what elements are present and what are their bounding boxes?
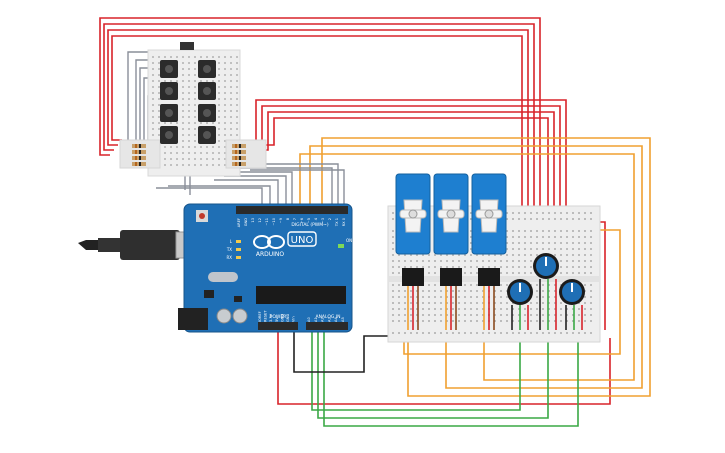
pin-label: ~3 <box>321 218 325 223</box>
pin-label: 5V <box>275 317 279 322</box>
servo[interactable] <box>471 173 507 255</box>
slide-switch[interactable] <box>180 42 194 50</box>
wires-green <box>311 318 579 427</box>
pin-label: 2 <box>328 218 332 220</box>
pin-label: GND <box>244 218 248 226</box>
pin-label: Vin <box>292 316 296 322</box>
wires-orange <box>299 137 651 397</box>
digital-header <box>236 206 348 214</box>
servo[interactable] <box>433 173 469 255</box>
pin-label: RX 0 <box>342 217 346 226</box>
potentiometer[interactable] <box>507 279 533 305</box>
breadboard-small <box>119 42 267 177</box>
pin-label: GND <box>286 314 290 322</box>
pushbutton[interactable] <box>198 60 216 78</box>
pushbutton[interactable] <box>160 126 178 144</box>
pin-label: A0 <box>307 317 311 322</box>
pin-label: RESET <box>264 310 268 322</box>
board-brand: ARDUINO <box>256 251 285 258</box>
resistor <box>232 144 246 166</box>
microcontroller-chip <box>256 286 346 304</box>
arduino-logo <box>253 235 285 249</box>
digital-header-label: DIGITAL (PWM~) <box>291 222 329 228</box>
pin-label: AREF <box>237 218 241 227</box>
pin-label: ~11 <box>265 218 269 226</box>
arduino-uno: UNO ARDUINO DIGITAL (PWM~) POWER ANALOG … <box>178 203 353 333</box>
pushbutton[interactable] <box>160 60 178 78</box>
servo-connector <box>440 268 462 330</box>
pin-label: TX 1 <box>335 218 339 227</box>
potentiometer[interactable] <box>533 253 559 279</box>
potentiometers <box>507 253 585 330</box>
servo-connector <box>478 268 500 330</box>
pin-label: A4 <box>334 317 338 322</box>
pin-label: A3 <box>327 317 331 322</box>
pin-label: A2 <box>321 317 325 322</box>
pin-label: 4 <box>314 217 318 220</box>
pushbutton[interactable] <box>198 126 216 144</box>
led-label-on: ON <box>346 238 352 243</box>
pin-label: ~9 <box>279 217 283 223</box>
servo[interactable] <box>395 173 431 255</box>
led-label-rx: RX <box>226 255 232 260</box>
pushbutton[interactable] <box>160 104 178 122</box>
pin-label: A1 <box>314 317 318 322</box>
pin-label: 8 <box>286 217 290 220</box>
pin-label: A5 <box>341 317 345 322</box>
pin-label: 7 <box>293 218 297 220</box>
pushbutton[interactable] <box>198 82 216 100</box>
wires-black <box>293 330 398 373</box>
power-jack <box>178 308 208 330</box>
pin-label: ~10 <box>272 217 276 225</box>
board-model: UNO <box>291 235 314 246</box>
pin-label: ~5 <box>307 218 311 223</box>
pin-label: 13 <box>251 218 255 223</box>
potentiometer[interactable] <box>559 279 585 305</box>
analog-header-strip <box>306 322 348 330</box>
pushbutton-grid <box>160 60 216 144</box>
analog-header-label: ANALOG IN <box>315 314 340 320</box>
power-header-strip <box>258 322 298 330</box>
pin-label: GND <box>280 314 284 322</box>
pushbutton[interactable] <box>160 82 178 100</box>
pin-label: ~6 <box>300 217 304 223</box>
pin-label: IOREF <box>258 311 262 322</box>
servo-motors <box>395 173 507 330</box>
power-header-label: POWER <box>270 314 287 320</box>
resistor <box>132 144 146 166</box>
usb-cable <box>78 230 197 260</box>
pin-label: 3.3V <box>269 313 273 322</box>
pin-label: 12 <box>258 218 262 223</box>
servo-connector <box>402 268 424 330</box>
led-label-tx: TX <box>226 247 232 252</box>
pushbutton[interactable] <box>198 104 216 122</box>
led-label-l: L <box>230 239 233 244</box>
